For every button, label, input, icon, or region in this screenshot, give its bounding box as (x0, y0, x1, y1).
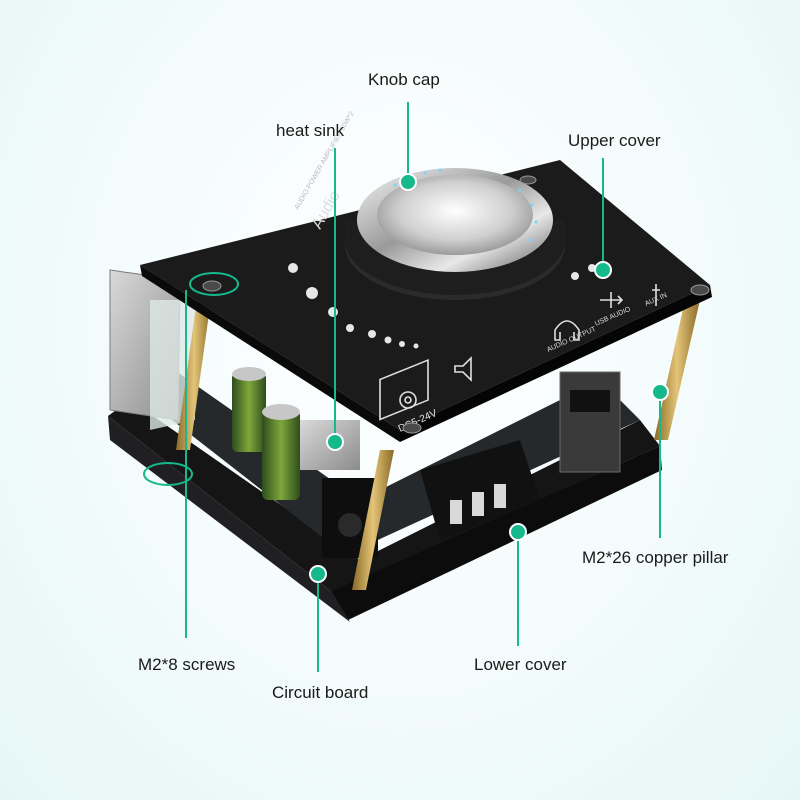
capacitor-group (232, 367, 300, 500)
label-copper-pillar: M2*26 copper pillar (582, 548, 729, 567)
power-jack-icon (399, 391, 417, 409)
label-knob-cap: Knob cap (368, 70, 440, 89)
headphone-icon (554, 320, 580, 341)
aux-jack-icon (652, 284, 660, 306)
lower-cover-plate (108, 400, 660, 592)
label-heat-sink: heat sink (276, 121, 345, 140)
usb-socket (559, 371, 621, 473)
volume-dots (288, 263, 596, 349)
usb-icon (600, 292, 624, 308)
label-screws: M2*8 screws (138, 655, 236, 674)
panel-icons (379, 284, 660, 421)
label-lower-cover: Lower cover (474, 655, 567, 674)
screws (202, 175, 710, 434)
knob-cap (345, 168, 565, 300)
label-circuit-board: Circuit board (272, 683, 369, 702)
speaker-icon (454, 356, 472, 382)
lower-cover-edge (330, 446, 662, 620)
label-upper-cover: Upper cover (568, 131, 661, 150)
circuit-board-pcb (140, 360, 640, 555)
callout-lines (185, 102, 661, 672)
terminal-block (420, 440, 540, 540)
callout-dots (309, 173, 669, 583)
screw-highlight-top (189, 272, 239, 296)
screw-highlight-bottom (143, 462, 193, 486)
upper-cover-edge-right (400, 285, 712, 442)
lower-cover-edge-left (108, 416, 350, 622)
